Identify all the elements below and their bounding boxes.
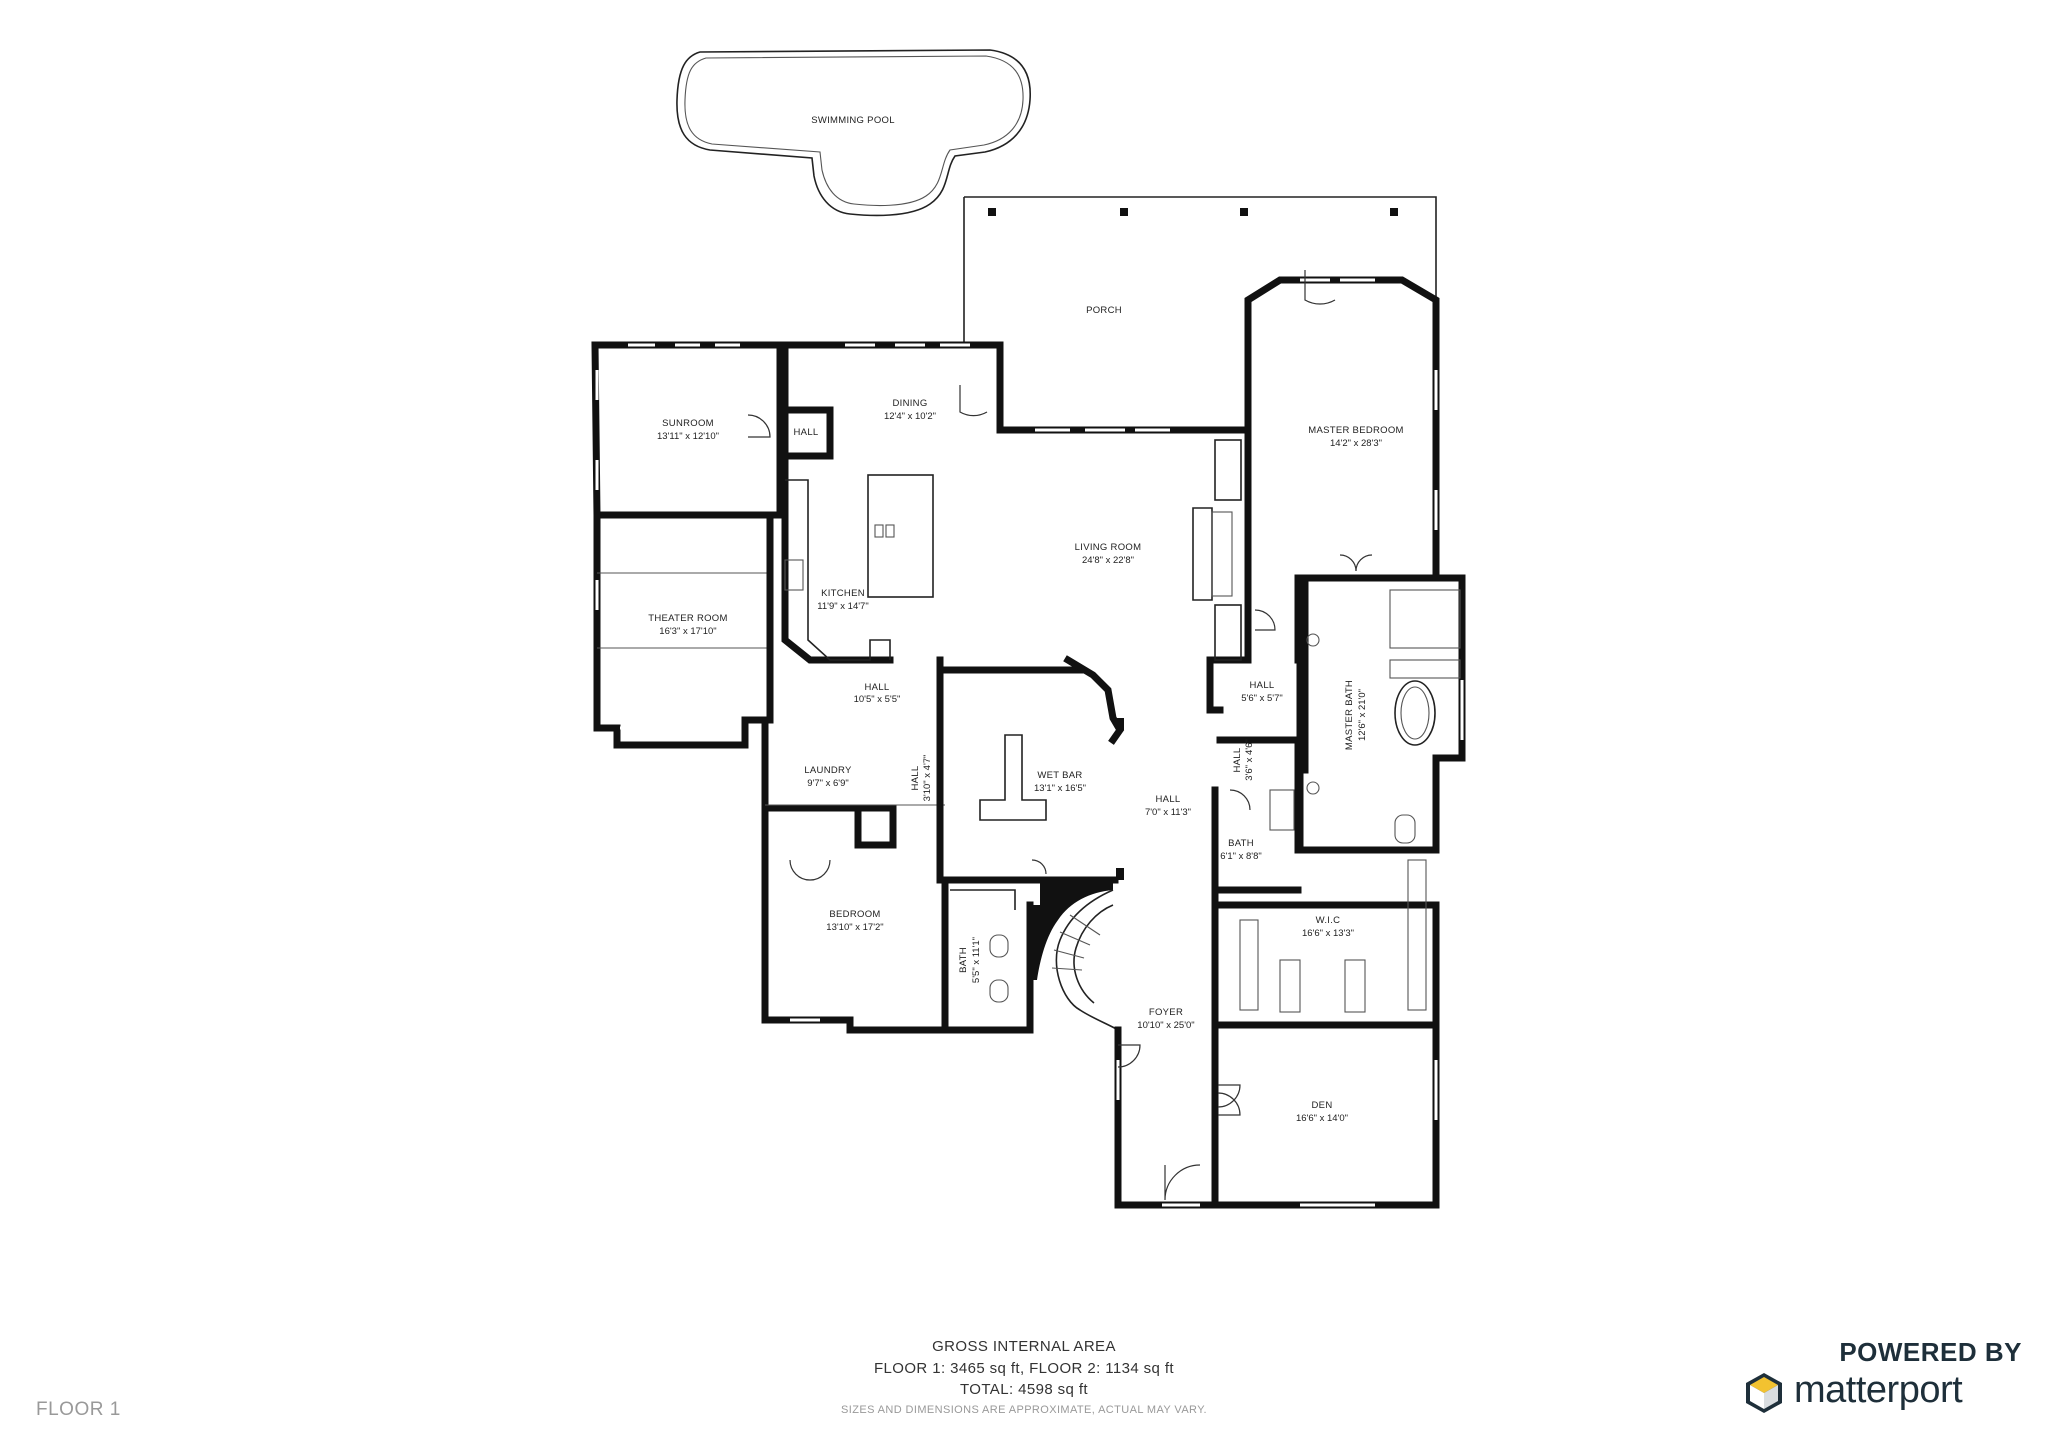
dining-label: DINING [892, 398, 927, 409]
area-heading: GROSS INTERNAL AREA [932, 1338, 1116, 1355]
laundry-label: LAUNDRY [804, 765, 852, 776]
den-label: DEN [1312, 1100, 1333, 1111]
kitchen-label: KITCHEN [821, 588, 865, 599]
area-disclaimer: SIZES AND DIMENSIONS ARE APPROXIMATE, AC… [841, 1404, 1207, 1416]
bathtub [1394, 680, 1436, 746]
sunroom-label: SUNROOM [662, 418, 714, 429]
matterport-logo: POWERED BY matterport [1742, 1337, 2022, 1417]
kitchen-counter [785, 479, 891, 661]
theater-room-dim: 16'3" x 17'10" [659, 626, 716, 637]
foyer-dim: 10'10" x 25'0" [1137, 1020, 1194, 1031]
sunroom-walls [591, 341, 784, 519]
living-room-dim: 24'8" x 22'8" [1082, 555, 1134, 566]
wic-label: W.I.C [1316, 915, 1341, 926]
kitchen-dim: 11'9" x 14'7" [817, 601, 868, 612]
area-floors: FLOOR 1: 3465 sq ft, FLOOR 2: 1134 sq ft [873, 1360, 1175, 1377]
area-total: TOTAL: 4598 sq ft [960, 1381, 1088, 1398]
powered-by-text: POWERED BY [1839, 1337, 2022, 1367]
dining-dim: 12'4" x 10'2" [884, 411, 936, 422]
master-bath-label: MASTER BATH [1344, 680, 1355, 750]
matterport-wordmark: matterport [1794, 1369, 1963, 1411]
master-bedroom-label: MASTER BEDROOM [1308, 425, 1404, 436]
bedroom-label: BEDROOM [829, 909, 880, 920]
hall-kitchen-dim: 10'5" x 5'5" [854, 694, 901, 705]
hall-center-dim: 7'0" x 11'3" [1145, 807, 1191, 818]
hall-kitchen-label: HALL [865, 682, 890, 693]
bath-west-dim: 5'5" x 11'1" [971, 937, 982, 983]
laundry-dim: 9'7" x 6'9" [807, 778, 849, 789]
porch-column [1240, 208, 1248, 216]
bath-west-label: BATH [958, 947, 969, 973]
wet-bar-label: WET BAR [1037, 770, 1082, 781]
porch-label: PORCH [1086, 305, 1122, 316]
master-bedroom-dim: 14'2" x 28'3" [1330, 438, 1382, 449]
hall-east-label: HALL [1250, 680, 1275, 691]
foyer-label: FOYER [1149, 1007, 1183, 1018]
porch-column [1120, 208, 1128, 216]
hall-tiny-dim: 3'6" x 4'6" [1244, 739, 1255, 781]
matterport-cube-icon [1746, 1373, 1782, 1413]
wet-bar-dim: 13'1" x 16'5" [1034, 783, 1086, 794]
structural-column [1116, 868, 1124, 880]
doors [747, 270, 1373, 1201]
hall-small-label: HALL [794, 427, 819, 438]
hall-tiny-label: HALL [1232, 748, 1243, 773]
wet-bar-counter [979, 734, 1047, 821]
hall-laundry-label: HALL [910, 766, 921, 791]
bath-east-dim: 6'1" x 8'8" [1220, 851, 1262, 862]
sunroom-dim: 13'11" x 12'10" [657, 431, 719, 442]
hall-laundry-dim: 3'10" x 4'7" [922, 755, 933, 802]
porch-column [1390, 208, 1398, 216]
wic-dim: 16'6" x 13'3" [1302, 928, 1354, 939]
theater-room-label: THEATER ROOM [648, 613, 727, 624]
porch-column [988, 208, 996, 216]
porch-outline [964, 196, 1437, 300]
windows [595, 278, 1464, 1207]
fireplace [1192, 507, 1213, 601]
den-dim: 16'6" x 14'0" [1296, 1113, 1348, 1124]
hall-east-dim: 5'6" x 5'7" [1241, 693, 1283, 704]
living-room-label: LIVING ROOM [1075, 542, 1142, 553]
structural-column [1116, 718, 1124, 730]
kitchen-island [867, 474, 934, 598]
pool-label: SWIMMING POOL [811, 115, 895, 126]
staircase [1030, 880, 1113, 980]
swimming-pool-outline [676, 49, 1031, 217]
bedroom-dim: 13'10" x 17'2" [826, 922, 883, 933]
hall-center-label: HALL [1156, 794, 1181, 805]
bath-east-label: BATH [1228, 838, 1254, 849]
floor-label: FLOOR 1 [36, 1399, 121, 1420]
master-bath-dim: 12'6" x 21'0" [1357, 689, 1368, 741]
